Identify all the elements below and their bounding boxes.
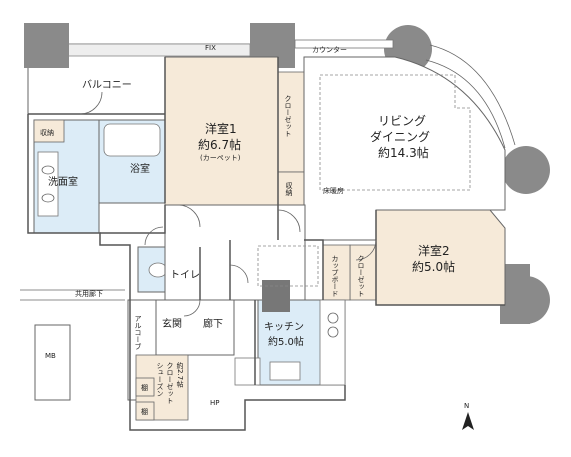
alcove-label: アルコーブ	[134, 315, 142, 350]
north-arrow: N	[462, 402, 474, 430]
kitchen-sink	[269, 361, 301, 381]
shelf-label-1: 棚	[141, 383, 148, 392]
entrance-label: 玄関	[162, 317, 182, 330]
toilet-label: トイレ	[170, 270, 200, 281]
shelf-bottom	[135, 401, 155, 421]
storage-1-label: 収納	[285, 182, 293, 197]
hp-label: HP	[210, 399, 220, 407]
kitchen-name: キッチン	[264, 321, 304, 333]
cupboard	[322, 244, 351, 301]
shoes-closet-line1: シューズン	[156, 362, 164, 397]
western-room-1-name: 洋室1	[205, 121, 237, 136]
shoes-closet-line2: クローゼット	[166, 362, 174, 404]
doors	[79, 91, 377, 317]
western-room-1-size: 約6.7帖	[198, 137, 241, 152]
shelf-label-2: 棚	[141, 407, 148, 416]
window-band-top	[294, 39, 516, 149]
living-label-line1: リビング	[378, 114, 426, 128]
western-room-2-size: 約5.0帖	[412, 259, 455, 274]
living-size: 約14.3帖	[378, 145, 429, 160]
sink-icon	[41, 165, 55, 175]
hallway-label: 廊下	[203, 317, 223, 330]
kitchen-ceiling-outline	[257, 245, 319, 287]
toilet-icon	[148, 262, 168, 278]
meter-box	[34, 324, 71, 401]
ceiling-outline	[319, 74, 471, 191]
north-label: N	[464, 402, 469, 410]
laundry-area	[234, 357, 261, 386]
stove-burner-icon	[327, 312, 339, 324]
bathroom-label: 浴室	[130, 162, 150, 175]
shared-corridor-label: 共用廊下	[75, 289, 103, 298]
counter-label: カウンター	[312, 45, 347, 54]
washroom-label: 洗面室	[48, 175, 78, 188]
western-room-2-name: 洋室2	[418, 243, 450, 258]
washroom-storage-label: 収納	[40, 128, 54, 137]
floor-heating-label: 床暖房	[323, 186, 344, 195]
shelf-top	[135, 377, 155, 397]
cupboard-label: カップボード	[331, 255, 339, 297]
storage-1	[277, 171, 305, 206]
fix-label: FIX	[205, 44, 216, 52]
kitchen-size: 約5.0帖	[268, 335, 304, 348]
shoes-size: 約2.7帖	[176, 361, 184, 388]
closet-2-label: クローゼット	[357, 255, 365, 297]
sink-icon-2	[41, 193, 55, 203]
stove-burner-icon-2	[327, 326, 339, 338]
kitchen-counter	[319, 299, 346, 386]
bathtub	[103, 123, 161, 157]
closet-1-label: クローゼット	[284, 95, 292, 137]
balcony-label: バルコニー	[82, 79, 132, 91]
closet-1	[277, 71, 305, 173]
western-room-1-note: (カーペット)	[200, 154, 241, 162]
mb-label: MB	[45, 352, 56, 360]
washroom-storage	[33, 119, 65, 143]
living-label-line2: ダイニング	[370, 129, 430, 144]
